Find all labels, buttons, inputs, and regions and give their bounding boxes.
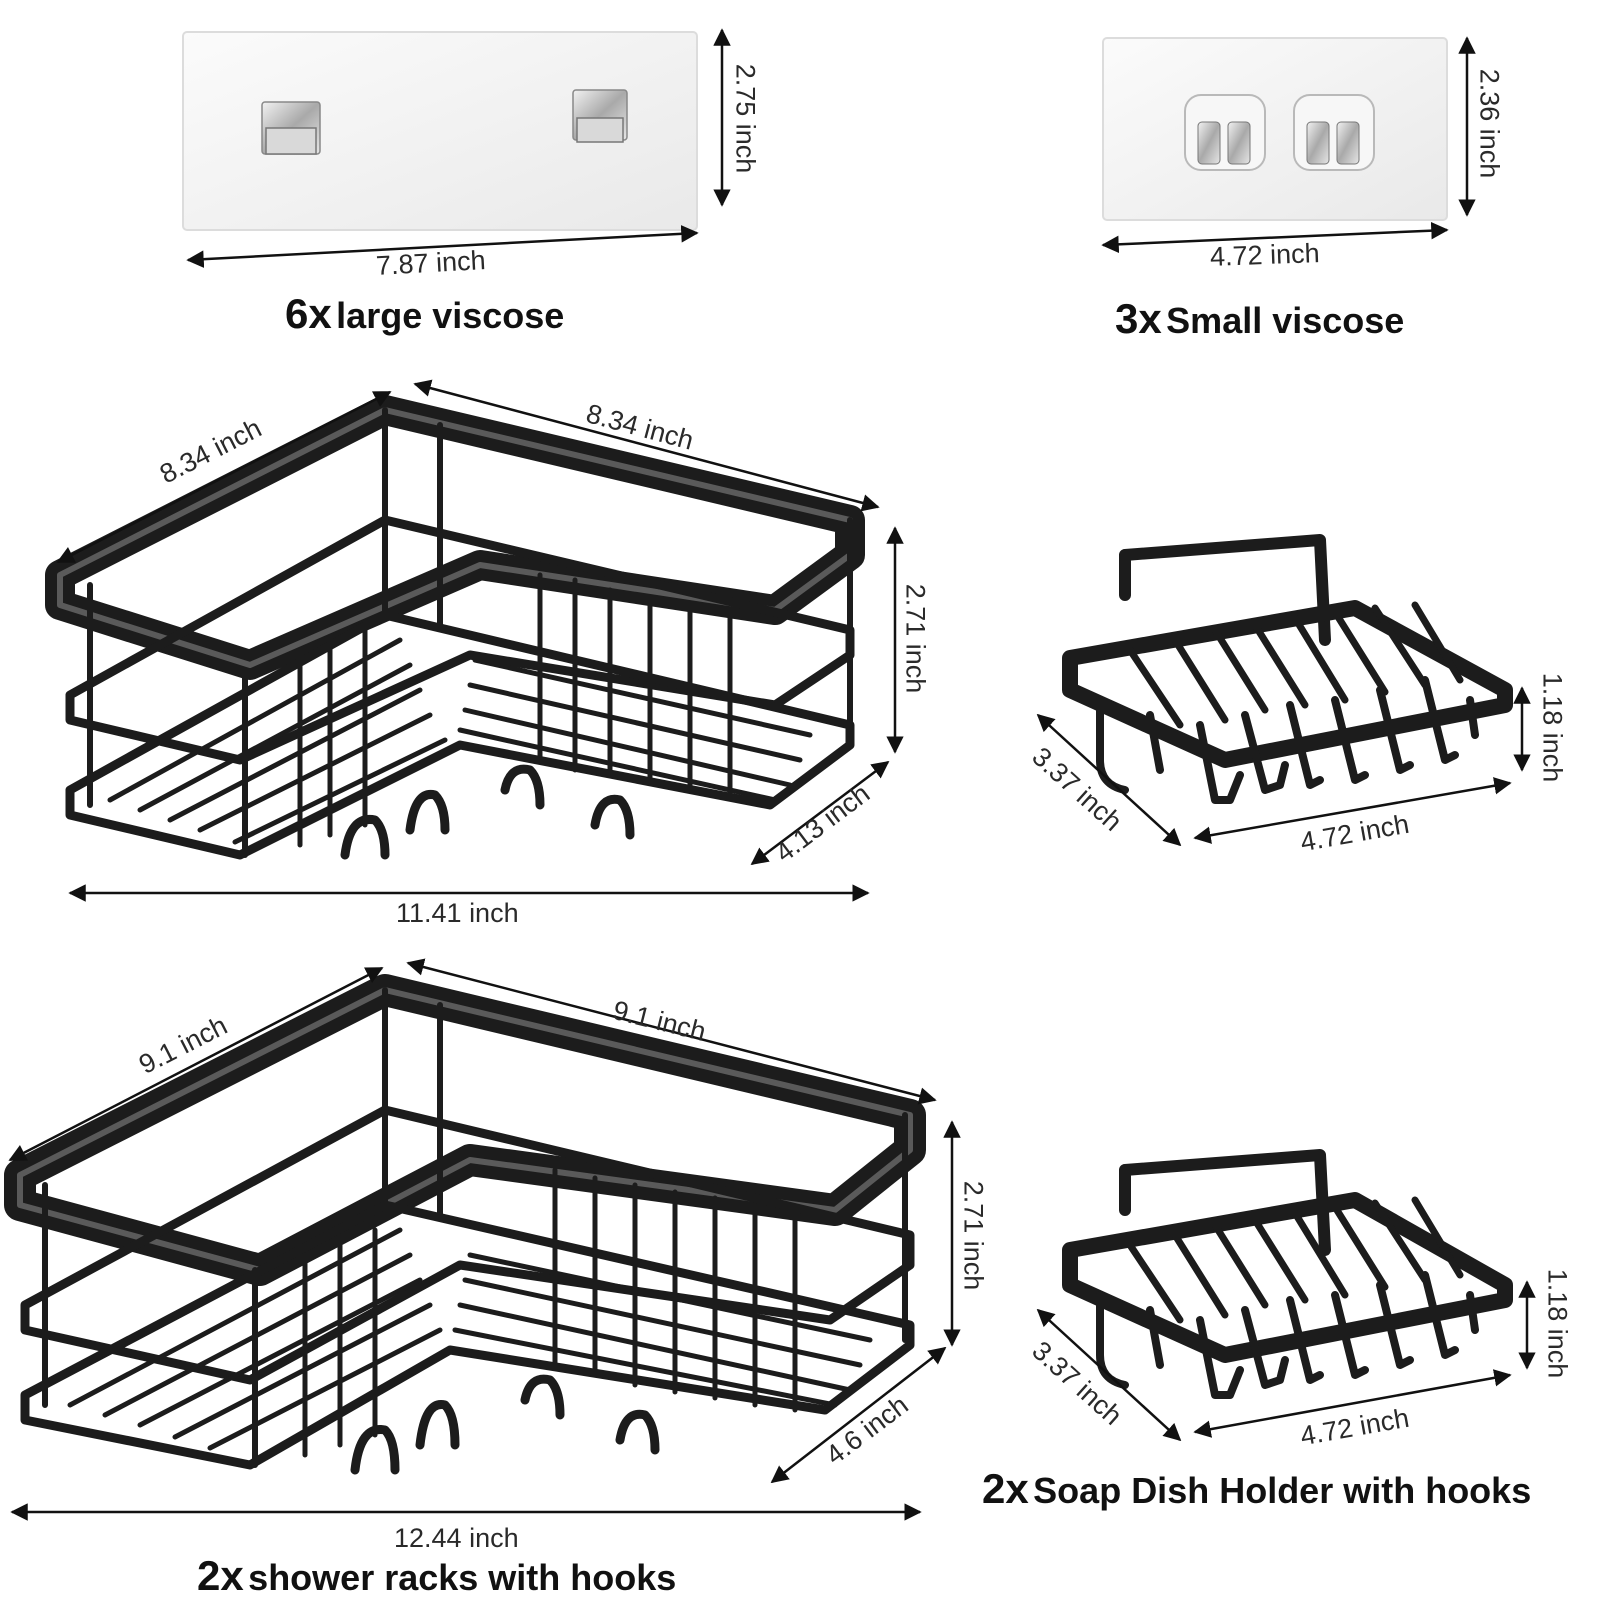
large-adhesive-caption: 6x large viscose — [285, 290, 564, 338]
large-adhesive-height-label: 2.75 inch — [730, 63, 761, 174]
dim-arrow — [406, 958, 937, 1105]
dim-arrow — [1193, 777, 1512, 844]
caption-label: Soap Dish Holder with hooks — [1033, 1470, 1532, 1511]
clip-icon — [1293, 94, 1375, 171]
clip-icon — [1184, 94, 1266, 171]
large-rack-width-label: 12.44 inch — [394, 1523, 519, 1553]
soap-dish-top — [1062, 534, 1513, 804]
large-adhesive-width-label: 7.87 inch — [375, 245, 487, 281]
caption-quantity: 2x — [197, 1552, 244, 1599]
dim-arrow — [1193, 1369, 1512, 1438]
caption-label: shower racks with hooks — [248, 1557, 677, 1598]
soap-dish-bottom — [1062, 1149, 1513, 1399]
dim-arrow — [8, 966, 384, 1162]
small-adhesive-caption: 3x Small viscose — [1115, 295, 1404, 343]
small-adhesive-width-label: 4.72 inch — [1209, 238, 1321, 272]
large-rack-height-label: 2.71 inch — [958, 1180, 989, 1291]
shower-rack-caption: 2x shower racks with hooks — [197, 1552, 676, 1600]
large-adhesive-plate — [182, 31, 698, 231]
dim-arrow — [56, 390, 392, 564]
caption-quantity: 2x — [982, 1465, 1029, 1512]
caption-quantity: 3x — [1115, 295, 1162, 342]
dim-arrow — [770, 1346, 947, 1484]
small-adhesive-plate — [1102, 37, 1448, 221]
caption-quantity: 6x — [285, 290, 332, 337]
hook-icon — [261, 101, 321, 155]
caption-label: large viscose — [336, 295, 565, 336]
small-rack-width-label: 11.41 inch — [396, 898, 519, 928]
soap-dish-bottom-height-label: 1.18 inch — [1542, 1268, 1573, 1379]
dim-arrow — [750, 760, 890, 866]
soap-dish-top-height-label: 1.18 inch — [1537, 672, 1568, 783]
dim-arrow — [413, 379, 880, 512]
soap-dish-caption: 2x Soap Dish Holder with hooks — [982, 1465, 1531, 1513]
small-rack-height-label: 2.71 inch — [900, 583, 931, 694]
hook-icon — [572, 89, 628, 143]
dim-arrow — [1101, 221, 1449, 254]
dim-arrow — [186, 225, 699, 268]
caption-label: Small viscose — [1166, 300, 1405, 341]
dim-arrow — [1036, 1308, 1182, 1442]
dim-arrow — [1036, 713, 1182, 847]
small-adhesive-height-label: 2.36 inch — [1474, 68, 1505, 179]
